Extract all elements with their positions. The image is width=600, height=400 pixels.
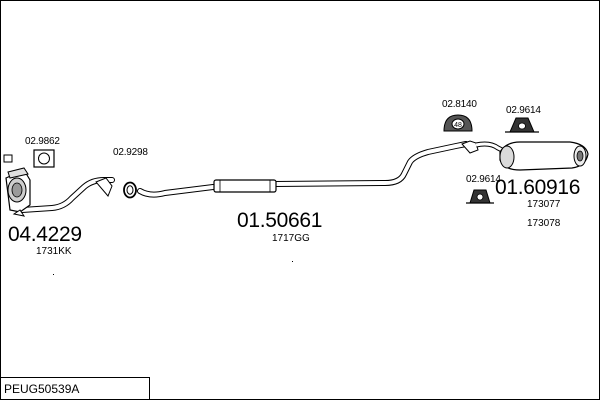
rear-code-1: 173077 — [527, 199, 561, 210]
reference-dot — [53, 274, 54, 275]
middle-pipe-icon — [137, 141, 469, 198]
middle-silencer-ref: 01.50661 — [237, 209, 323, 232]
rear-hanger-top-icon — [505, 117, 539, 133]
rear-silencer-ref: 01.60916 — [495, 176, 581, 199]
catalyst-converter-icon — [5, 167, 115, 217]
rear-code-2: 173078 — [527, 218, 561, 229]
front-gasket-ref: 02.9298 — [113, 147, 148, 158]
front-gasket-icon — [123, 181, 137, 199]
rear-hanger-bottom-icon — [466, 189, 494, 204]
middle-silencer-code: 1717GG — [272, 233, 310, 244]
rubber-mount-ref: 02.8140 — [442, 99, 477, 110]
rear-silencer-icon — [461, 140, 589, 171]
catalyst-gasket-icon — [33, 149, 55, 168]
rear-hanger-bottom-ref: 02.9614 — [466, 174, 501, 185]
small-clamp-icon — [3, 154, 13, 163]
catalyst-ref: 04.4229 — [8, 223, 82, 246]
catalyst-code: 1731KK — [36, 246, 72, 257]
middle-silencer-icon — [213, 179, 277, 193]
catalyst-gasket-ref: 02.9862 — [25, 136, 60, 147]
reference-dot — [292, 261, 293, 262]
rear-hanger-top-ref: 02.9614 — [506, 105, 541, 116]
kit-code: PEUG50539A — [4, 382, 80, 396]
rubber-mount-icon: 48 — [443, 114, 473, 132]
svg-text:48: 48 — [454, 122, 462, 129]
kit-code-box: PEUG50539A — [0, 377, 150, 399]
